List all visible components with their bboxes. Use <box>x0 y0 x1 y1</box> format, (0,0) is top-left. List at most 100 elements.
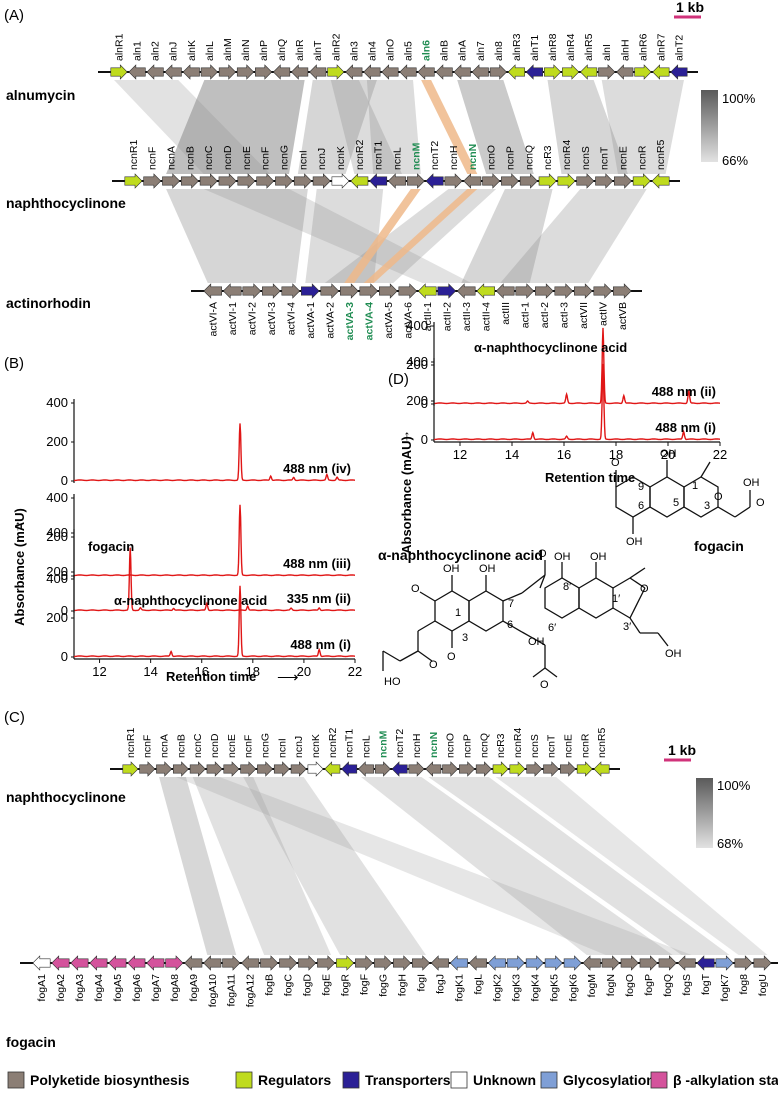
gene-label: ncnG <box>279 145 291 170</box>
gene-label: actI-2 <box>539 302 551 328</box>
gene-activ <box>593 283 613 299</box>
gene-label: ncR3 <box>495 733 507 758</box>
svg-text:100%: 100% <box>722 91 756 106</box>
gene-actii-1 <box>417 283 437 299</box>
gene-label: fogA7 <box>150 974 162 1002</box>
gene-ncnl <box>357 761 374 777</box>
gene-label: ncnG <box>260 733 272 758</box>
gene-label: ncnS <box>580 146 592 170</box>
gene-label: aln3 <box>348 41 360 61</box>
gene-foge <box>317 955 336 971</box>
gene-label: alnR6 <box>637 33 649 61</box>
svg-text:O: O <box>429 659 438 671</box>
gene-ncnm <box>406 173 425 189</box>
gene-fogs <box>677 955 696 971</box>
gene-fogl <box>468 955 487 971</box>
svg-text:6′: 6′ <box>548 622 556 634</box>
gene-fogd <box>298 955 317 971</box>
svg-text:O: O <box>411 583 420 595</box>
gene-alnb <box>435 64 453 80</box>
gene-label: ncnF <box>147 147 159 170</box>
gene-label: ncnE <box>562 734 574 758</box>
gene-ncnb <box>172 761 189 777</box>
gene-fogk4 <box>525 955 544 971</box>
svg-text:O: O <box>611 457 620 469</box>
svg-text:HO: HO <box>384 676 401 688</box>
gene-aln3 <box>345 64 363 80</box>
gene-ncng <box>275 173 294 189</box>
gene-label: ncnK <box>310 734 322 758</box>
gene-label: actI-1 <box>519 302 531 328</box>
svg-text:O: O <box>538 548 547 560</box>
gene-label: alnR <box>294 39 306 61</box>
gene-label: alnT2 <box>673 35 685 61</box>
y-tick-label: 400 <box>46 395 68 410</box>
x-tick-label: 12 <box>453 447 467 462</box>
gene-ncnk <box>307 761 324 777</box>
gene-ncnh <box>444 173 463 189</box>
gene-label: alnH <box>619 39 631 61</box>
svg-text:1 kb: 1 kb <box>668 742 696 758</box>
svg-text:OH: OH <box>443 563 460 575</box>
gene-label: fogA2 <box>55 974 67 1002</box>
gene-fogq <box>658 955 677 971</box>
homology-link <box>461 189 553 283</box>
gene-ncnr2 <box>324 761 341 777</box>
gene-ncnj <box>290 761 307 777</box>
gene-fogn <box>601 955 620 971</box>
gene-ncnc <box>189 761 206 777</box>
gene-aln1 <box>128 64 146 80</box>
alnumycin-label: alnumycin <box>6 87 75 103</box>
gene-ncnh <box>408 761 425 777</box>
gene-label: aln4 <box>366 41 378 61</box>
chromatogram-trace <box>433 363 720 441</box>
homology-links-c <box>159 777 768 955</box>
gene-label: fogK7 <box>719 974 731 1002</box>
gene-label: ncnR1 <box>128 139 140 170</box>
gene-actvb <box>612 283 632 299</box>
homology-link <box>192 777 332 955</box>
gene-aln7 <box>471 64 489 80</box>
homology-link <box>495 777 768 955</box>
gene-ncns <box>576 173 595 189</box>
gene-foga4 <box>89 955 108 971</box>
gene-ncnt <box>595 173 614 189</box>
gene-acti-1 <box>515 283 535 299</box>
svg-text:O: O <box>540 679 549 691</box>
gene-fogt <box>696 955 715 971</box>
gene-label: actII-4 <box>480 302 492 331</box>
gene-label: ncnR4 <box>561 139 573 170</box>
gene-label: fogA4 <box>93 974 105 1002</box>
gene-label: alnA <box>457 40 469 61</box>
gene-label: aln7 <box>475 41 487 61</box>
gene-label: ncnF <box>260 147 272 170</box>
gene-foga11 <box>222 955 241 971</box>
hplc-d-xlabel: Retention time <box>545 470 635 485</box>
gene-ncr3 <box>492 761 509 777</box>
gene-label: alnQ <box>276 39 288 61</box>
gene-actvi-3 <box>261 283 281 299</box>
gene-label: ncnN <box>467 144 479 170</box>
gene-actii-3 <box>456 283 476 299</box>
gene-label: fogK2 <box>491 974 503 1002</box>
svg-text:O: O <box>714 491 723 503</box>
gene-actvii <box>573 283 593 299</box>
svg-text:OH: OH <box>743 477 760 489</box>
svg-text:9: 9 <box>638 481 644 493</box>
arrow-right-icon: ⟶ <box>277 669 299 686</box>
gene-label: fogA8 <box>169 974 181 1002</box>
trace-label: 488 nm (i) <box>655 420 716 435</box>
y-tick-label: 0 <box>61 568 68 583</box>
svg-text:3: 3 <box>462 632 468 644</box>
homology-links-a <box>114 80 684 283</box>
gene-label: fogO <box>624 974 636 997</box>
legend-swatch <box>235 1071 253 1089</box>
gene-label: ncnI <box>276 738 288 758</box>
identity-scale-a: 100% 66% <box>701 90 756 168</box>
gene-label: ncR3 <box>542 145 554 170</box>
gene-label: ncnL <box>361 735 373 758</box>
gene-label: actVA-3 <box>344 302 356 340</box>
gene-label: actVII <box>578 302 590 329</box>
homology-link <box>203 189 472 283</box>
gene-label: ncnO <box>445 733 457 758</box>
